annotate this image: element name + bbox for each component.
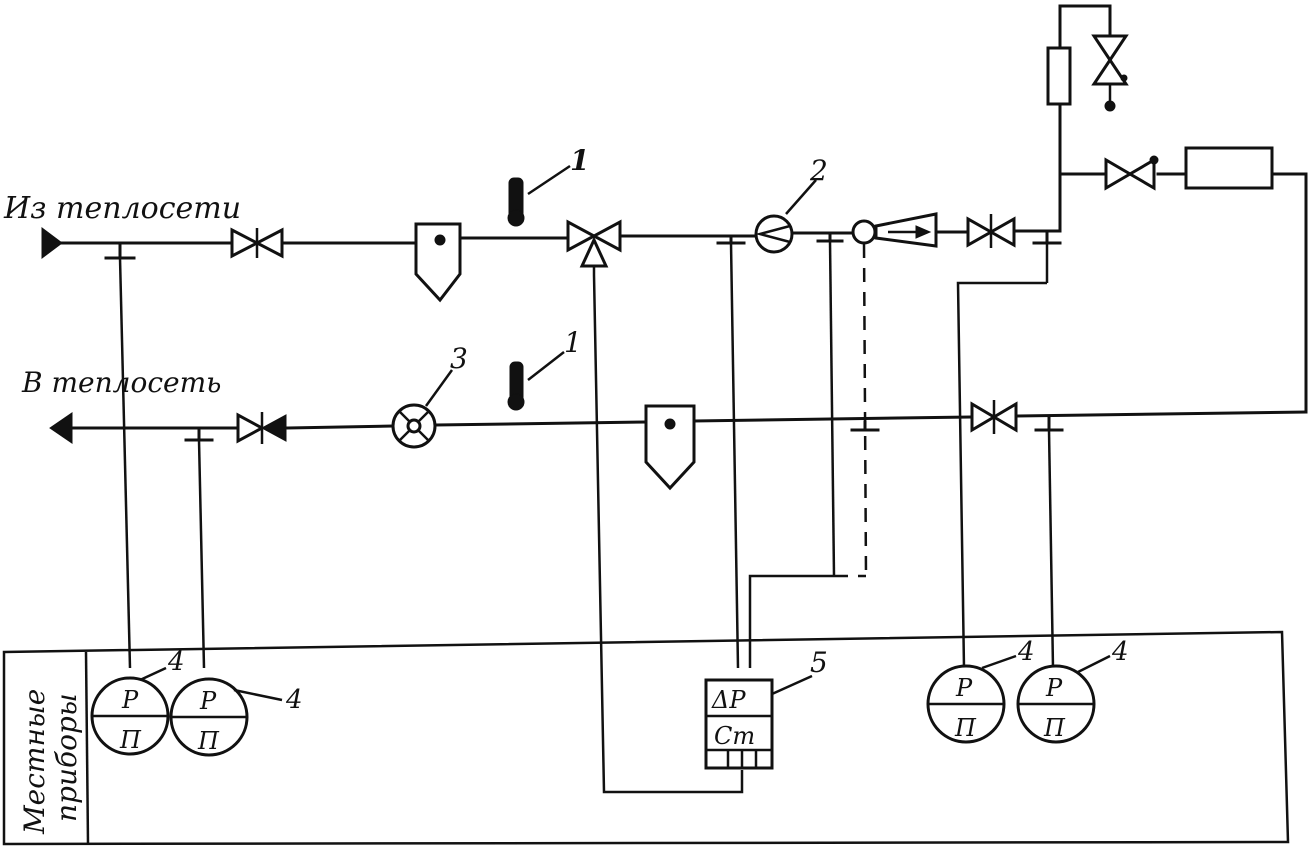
mud-collector-supply xyxy=(414,222,462,303)
valve-supply-1 xyxy=(230,227,284,259)
valve-supply-2 xyxy=(966,214,1016,248)
elevator-jet xyxy=(851,212,938,248)
pressure-gauge-1: Р П xyxy=(90,676,170,756)
thermometer-supply xyxy=(507,164,571,227)
impulse-lines xyxy=(118,240,1055,794)
dp-bottom-label: Ст xyxy=(714,722,755,750)
panel-label-line2: приборы xyxy=(50,693,83,822)
pump-icon xyxy=(754,214,794,254)
mud-collector-return xyxy=(644,404,696,491)
flowmeter-icon xyxy=(391,403,437,449)
pressure-gauge-2: Р П xyxy=(169,677,249,757)
number-gauge-c: 4 xyxy=(1017,637,1035,667)
instrument-panel xyxy=(2,630,1290,846)
thermometer-return xyxy=(507,351,565,411)
pressure-gauge-3: Р П xyxy=(926,664,1006,744)
gauge-3-bottom: П xyxy=(954,714,977,742)
to-network-label: В теплосеть xyxy=(21,366,221,399)
number-flowmeter: 3 xyxy=(450,342,468,375)
gauge-1-top: Р xyxy=(121,686,139,714)
gauge-1-bottom: П xyxy=(119,726,142,754)
gauge-3-top: Р xyxy=(955,674,973,702)
gauge-2-top: Р xyxy=(199,687,217,715)
heater-box xyxy=(1184,146,1274,190)
supply-line xyxy=(41,4,1308,414)
valve-return-1 xyxy=(236,412,287,444)
gauge-4-bottom: П xyxy=(1043,714,1066,742)
number-thermometer-1b: 1 xyxy=(564,326,582,359)
return-line xyxy=(49,410,1308,444)
number-diff-meter: 5 xyxy=(810,646,828,679)
filter-vertical xyxy=(1046,46,1072,106)
from-network-label: Из теплосети xyxy=(3,191,241,226)
valve-vertical xyxy=(1091,34,1129,112)
three-way-valve xyxy=(566,219,622,275)
leader-lines xyxy=(139,179,1111,702)
pressure-gauge-4: Р П xyxy=(1016,664,1096,744)
dp-top-label: ΔР xyxy=(711,686,746,714)
number-gauge-d: 4 xyxy=(1111,637,1129,667)
panel-label-line1: Местные xyxy=(18,689,51,835)
valve-bypass xyxy=(1104,155,1159,191)
gauge-2-bottom: П xyxy=(197,727,220,755)
number-thermometer-1a: 1 xyxy=(570,144,589,177)
inlet-arrow xyxy=(41,227,63,259)
gauge-4-top: Р xyxy=(1045,674,1063,702)
number-gauge-a: 4 xyxy=(167,647,185,677)
number-pump: 2 xyxy=(809,154,828,187)
valve-return-2 xyxy=(970,400,1018,434)
diff-pressure-meter: ΔР Ст xyxy=(704,678,774,770)
number-gauge-b: 4 xyxy=(285,685,303,715)
